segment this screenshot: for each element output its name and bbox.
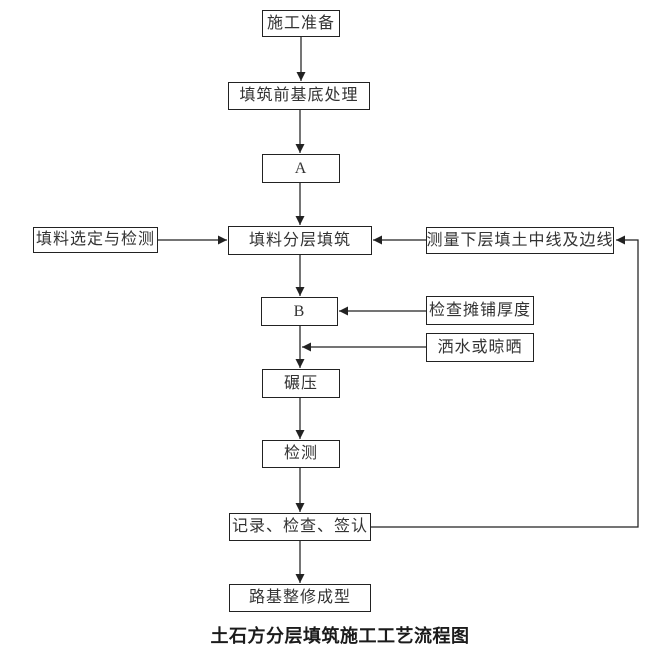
node-measure-lines-label: 测量下层填土中线及边线: [426, 231, 614, 249]
node-b: B: [261, 297, 338, 326]
node-rolling-label: 碾压: [283, 374, 318, 392]
node-water-or-dry: 洒水或晾晒: [426, 333, 534, 362]
feedback-record-to-measure: [371, 235, 639, 528]
diagram-title: 土石方分层填筑施工工艺流程图: [210, 626, 470, 647]
node-base-treatment-label: 填筑前基底处理: [239, 87, 359, 104]
node-testing: 检测: [262, 440, 340, 468]
node-record-sign-label: 记录、检查、签认: [231, 518, 368, 535]
node-testing-label: 检测: [283, 445, 318, 462]
node-a: A: [262, 154, 340, 183]
node-final-shaping: 路基整修成型: [229, 584, 371, 612]
node-a-label: A: [294, 159, 308, 177]
node-rolling: 碾压: [262, 369, 340, 398]
node-b-label: B: [293, 302, 306, 320]
node-layered-filling: 填料分层填筑: [228, 226, 372, 255]
node-check-thickness: 检查摊铺厚度: [426, 296, 534, 325]
node-layered-filling-label: 填料分层填筑: [248, 231, 351, 249]
node-base-treatment: 填筑前基底处理: [228, 82, 370, 110]
node-water-or-dry-label: 洒水或晾晒: [437, 338, 523, 356]
node-material-selection: 填料选定与检测: [33, 227, 158, 253]
node-record-sign: 记录、检查、签认: [229, 513, 371, 541]
node-material-selection-label: 填料选定与检测: [35, 231, 155, 248]
node-check-thickness-label: 检查摊铺厚度: [428, 301, 531, 319]
node-measure-lines: 测量下层填土中线及边线: [426, 227, 614, 254]
node-construction-prep: 施工准备: [262, 10, 340, 37]
node-construction-prep-label: 施工准备: [266, 14, 335, 32]
node-final-shaping-label: 路基整修成型: [248, 589, 351, 606]
